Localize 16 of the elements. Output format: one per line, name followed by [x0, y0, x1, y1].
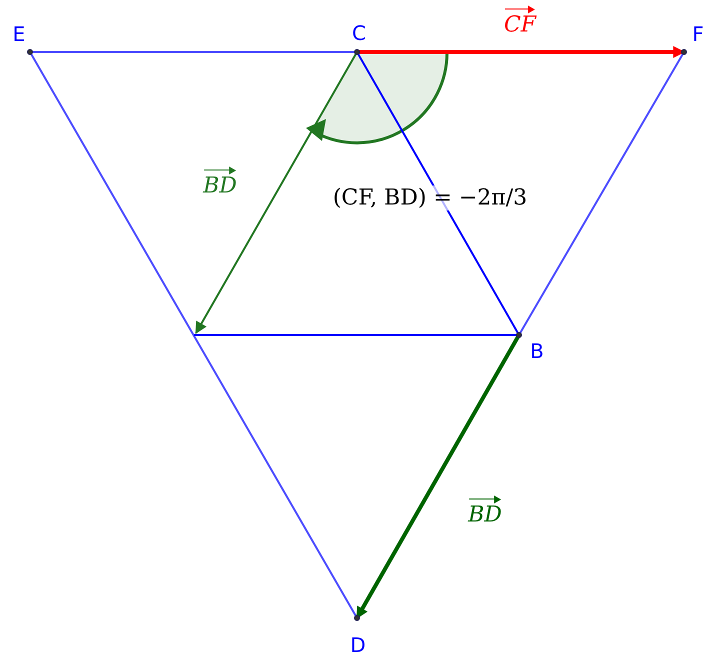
vector-label: BD	[203, 168, 237, 198]
point-label: C	[352, 21, 366, 45]
line-segment	[29, 52, 358, 618]
line-segment	[518, 52, 685, 336]
line-segment	[356, 52, 520, 336]
point-label: B	[530, 339, 544, 363]
angle-formula: (CF, BD) = −2π/3	[332, 186, 528, 210]
vector-label: CF	[504, 6, 536, 38]
point-label: E	[12, 22, 26, 46]
vector-arrow	[355, 334, 521, 620]
line-segment	[30, 51, 357, 53]
vector-label: BD	[468, 496, 502, 528]
point-label: D	[350, 633, 366, 657]
point-label: F	[692, 22, 704, 46]
line-segment	[194, 334, 519, 336]
vector-arrow	[195, 52, 358, 334]
